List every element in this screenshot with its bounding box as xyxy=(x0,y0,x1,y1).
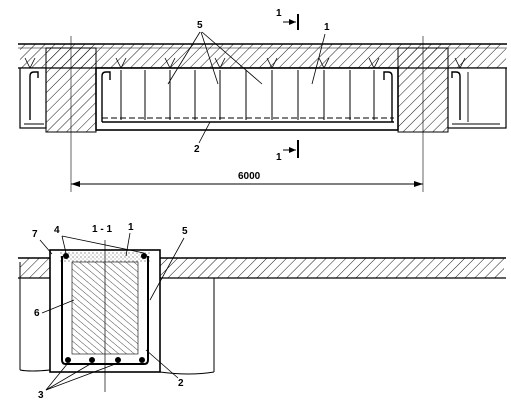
callout-3: 3 xyxy=(38,362,119,401)
right-edge-beam xyxy=(447,67,507,129)
beam-cross-section xyxy=(49,240,161,392)
callout-6-label: 6 xyxy=(34,308,40,319)
callout-7-label: 7 xyxy=(32,229,38,240)
callout-5-section: 5 xyxy=(149,226,188,301)
callout-4: 4 xyxy=(54,225,145,254)
callout-4-label: 4 xyxy=(54,225,60,236)
span-dimension: 6000 xyxy=(70,36,424,192)
callout-1-label: 1 xyxy=(324,22,330,33)
callout-3-label: 3 xyxy=(38,390,44,401)
callout-2-section: 2 xyxy=(145,349,184,389)
elevation-view: 1 1 5 1 2 6000 xyxy=(18,8,507,192)
section-mark-bottom: 1 xyxy=(276,152,282,163)
callout-6: 6 xyxy=(34,299,75,319)
bottom-bar-1 xyxy=(65,357,71,363)
section-cut-line: 1 1 xyxy=(276,8,299,163)
callout-2-section-label: 2 xyxy=(178,378,184,389)
slab-anchor-marks xyxy=(24,57,466,69)
bottom-bar-2 xyxy=(89,357,95,363)
callout-2-label: 2 xyxy=(194,144,200,155)
callout-1-section: 1 xyxy=(125,222,134,257)
callout-2-elevation: 2 xyxy=(194,121,211,155)
callout-5-label: 5 xyxy=(197,20,203,31)
main-beam xyxy=(95,67,399,131)
left-edge-beam xyxy=(19,67,47,129)
callout-5-section-label: 5 xyxy=(182,226,188,237)
top-bar-right xyxy=(141,253,147,259)
callout-1-section-label: 1 xyxy=(128,222,134,233)
callout-5-elevation: 5 xyxy=(167,20,263,85)
callout-1-elevation: 1 xyxy=(311,22,330,85)
section-title: 1 - 1 xyxy=(92,224,112,235)
stirrups xyxy=(120,70,375,120)
bottom-bar-3 xyxy=(115,357,121,363)
callout-7: 7 xyxy=(32,229,53,255)
span-dimension-label: 6000 xyxy=(238,171,261,182)
section-view: 1 - 1 xyxy=(18,222,506,401)
section-mark-top: 1 xyxy=(276,8,282,19)
bottom-bar-4 xyxy=(139,357,145,363)
top-bar-left xyxy=(63,253,69,259)
